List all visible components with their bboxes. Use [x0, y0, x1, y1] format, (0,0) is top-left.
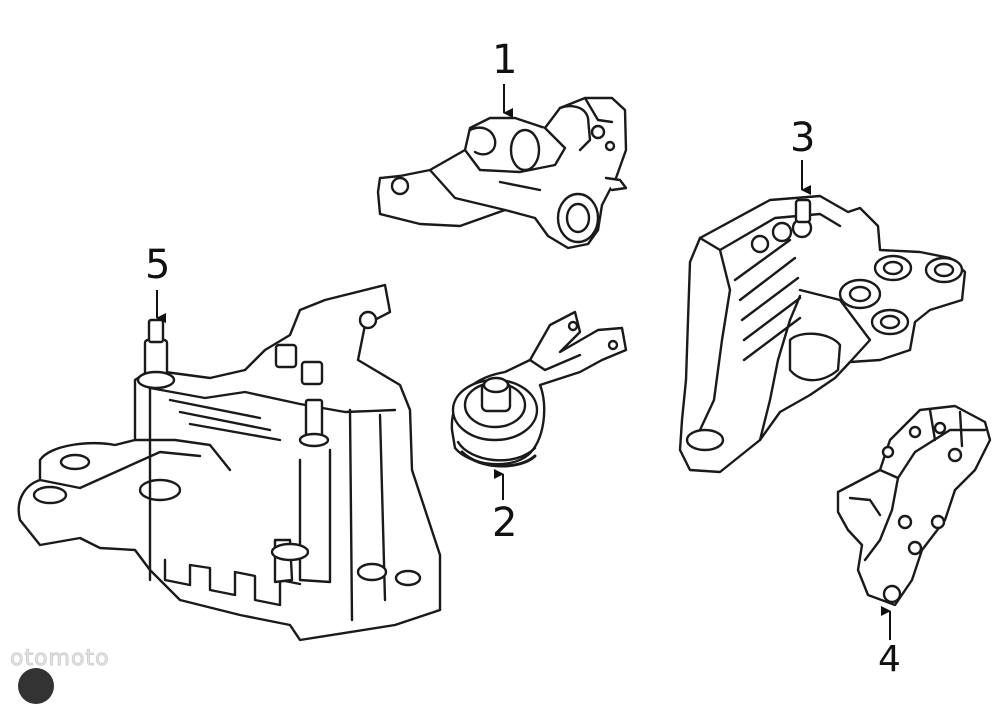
- part-2-lower-dogbone-mount: [450, 310, 628, 468]
- watermark-logo-icon: [18, 668, 54, 704]
- callout-label-3: 3: [790, 115, 816, 161]
- part-4-bracket: [836, 404, 992, 607]
- part-3-right-engine-mount: [678, 194, 967, 474]
- part-5-transmission-mount: [17, 283, 442, 642]
- watermark-text: otomoto: [10, 646, 110, 672]
- parts-diagram: [17, 84, 992, 642]
- callout-label-2: 2: [492, 500, 518, 546]
- callout-label-1: 1: [492, 37, 518, 83]
- callout-label-5: 5: [145, 242, 171, 288]
- part-1-upper-torque-mount: [376, 96, 628, 250]
- callout-label-4: 4: [878, 639, 901, 680]
